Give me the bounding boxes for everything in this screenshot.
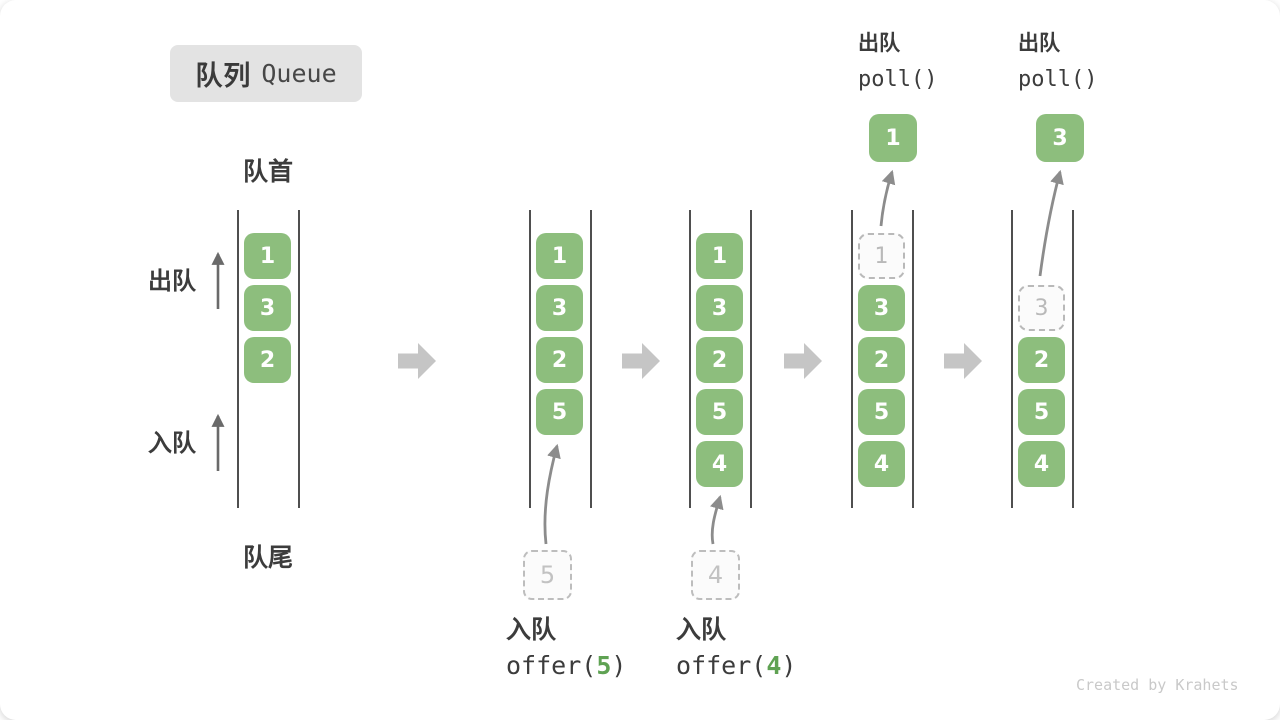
op-offer-4: 入队 offer(4): [676, 612, 796, 684]
step-arrow-icon: [944, 343, 982, 379]
queue-rail-right: [1072, 210, 1074, 508]
queue-item-ghost: 3: [1018, 285, 1065, 331]
queue-rail-left: [1011, 210, 1013, 508]
op-poll-2-label: 出队: [1018, 32, 1060, 55]
queue-rail-left: [689, 210, 691, 508]
dequeue-label: 出队: [148, 268, 196, 295]
queue-item: 3: [696, 285, 743, 331]
credit-text: Created by Krahets: [1076, 676, 1239, 694]
incoming-item: 4: [691, 550, 740, 600]
queue-item: 5: [858, 389, 905, 435]
step-arrow-icon: [622, 343, 660, 379]
queue-item: 3: [244, 285, 291, 331]
queue-item: 5: [1018, 389, 1065, 435]
step-arrow-icon: [398, 343, 436, 379]
queue-item: 2: [244, 337, 291, 383]
queue-item: 4: [1018, 441, 1065, 487]
queue-item: 4: [858, 441, 905, 487]
queue-item: 1: [696, 233, 743, 279]
queue-rail-right: [750, 210, 752, 508]
queue-item: 5: [696, 389, 743, 435]
op-offer-5-label: 入队: [506, 616, 557, 644]
op-offer-4-code: offer(4): [676, 651, 797, 680]
op-offer-5: 入队 offer(5): [506, 612, 626, 684]
queue-item: 2: [858, 337, 905, 383]
queue-rail-right: [298, 210, 300, 508]
op-poll-2-code: poll(): [1018, 67, 1098, 92]
queue-item: 1: [244, 233, 291, 279]
step-arrow-icon: [784, 343, 822, 379]
title-en: Queue: [261, 59, 337, 88]
incoming-item: 5: [523, 550, 572, 600]
queue-item: 5: [536, 389, 583, 435]
popped-item: 3: [1036, 114, 1084, 162]
queue-state-1: 1 3 2: [237, 210, 300, 508]
queue-state-2: 1 3 2 5: [529, 210, 592, 508]
queue-item: 2: [1018, 337, 1065, 383]
popped-item: 1: [869, 114, 917, 162]
queue-item: 3: [858, 285, 905, 331]
queue-front-label: 队首: [242, 158, 293, 186]
title-zh: 队列: [195, 61, 252, 91]
op-offer-4-label: 入队: [676, 616, 727, 644]
queue-rail-left: [851, 210, 853, 508]
op-poll-1-label: 出队: [858, 32, 900, 55]
queue-rail-right: [590, 210, 592, 508]
queue-rear-label: 队尾: [242, 544, 293, 572]
op-poll-2: 出队 poll(): [1018, 26, 1097, 98]
queue-item: 1: [536, 233, 583, 279]
queue-item: 2: [536, 337, 583, 383]
op-offer-5-code: offer(5): [506, 651, 627, 680]
queue-state-4: 1 3 2 5 4: [851, 210, 914, 508]
title-badge: 队列 Queue: [170, 45, 362, 102]
op-poll-1: 出队 poll(): [858, 26, 937, 98]
enqueue-label: 入队: [148, 430, 196, 457]
queue-item-ghost: 1: [858, 233, 905, 279]
queue-item: 4: [696, 441, 743, 487]
queue-item: 3: [536, 285, 583, 331]
queue-state-5: 3 2 5 4: [1011, 210, 1074, 508]
queue-rail-right: [912, 210, 914, 508]
queue-state-3: 1 3 2 5 4: [689, 210, 752, 508]
op-poll-1-code: poll(): [858, 67, 938, 92]
queue-rail-left: [237, 210, 239, 508]
queue-rail-left: [529, 210, 531, 508]
queue-item: 2: [696, 337, 743, 383]
